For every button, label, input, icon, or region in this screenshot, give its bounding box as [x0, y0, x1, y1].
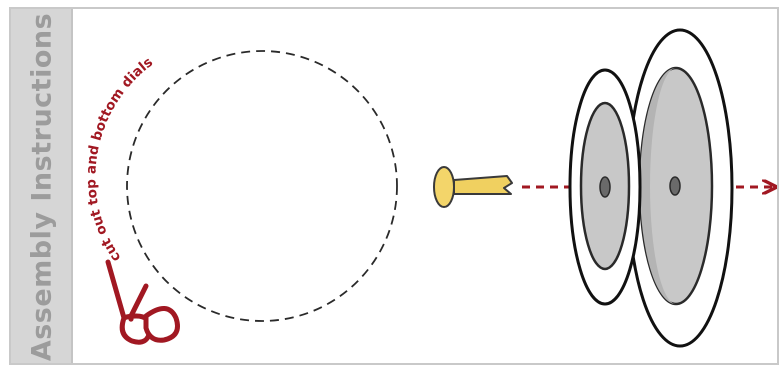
bottom-dial-icon [628, 30, 732, 346]
top-dial-icon [570, 70, 640, 304]
cut-instruction-label: cut out top and bottom dials [83, 54, 156, 265]
brass-fastener-icon [434, 167, 512, 207]
cut-instruction-text: cut out top and bottom dials [83, 54, 156, 265]
scissors-icon [108, 262, 178, 342]
dial-cutout-outline [127, 51, 397, 321]
